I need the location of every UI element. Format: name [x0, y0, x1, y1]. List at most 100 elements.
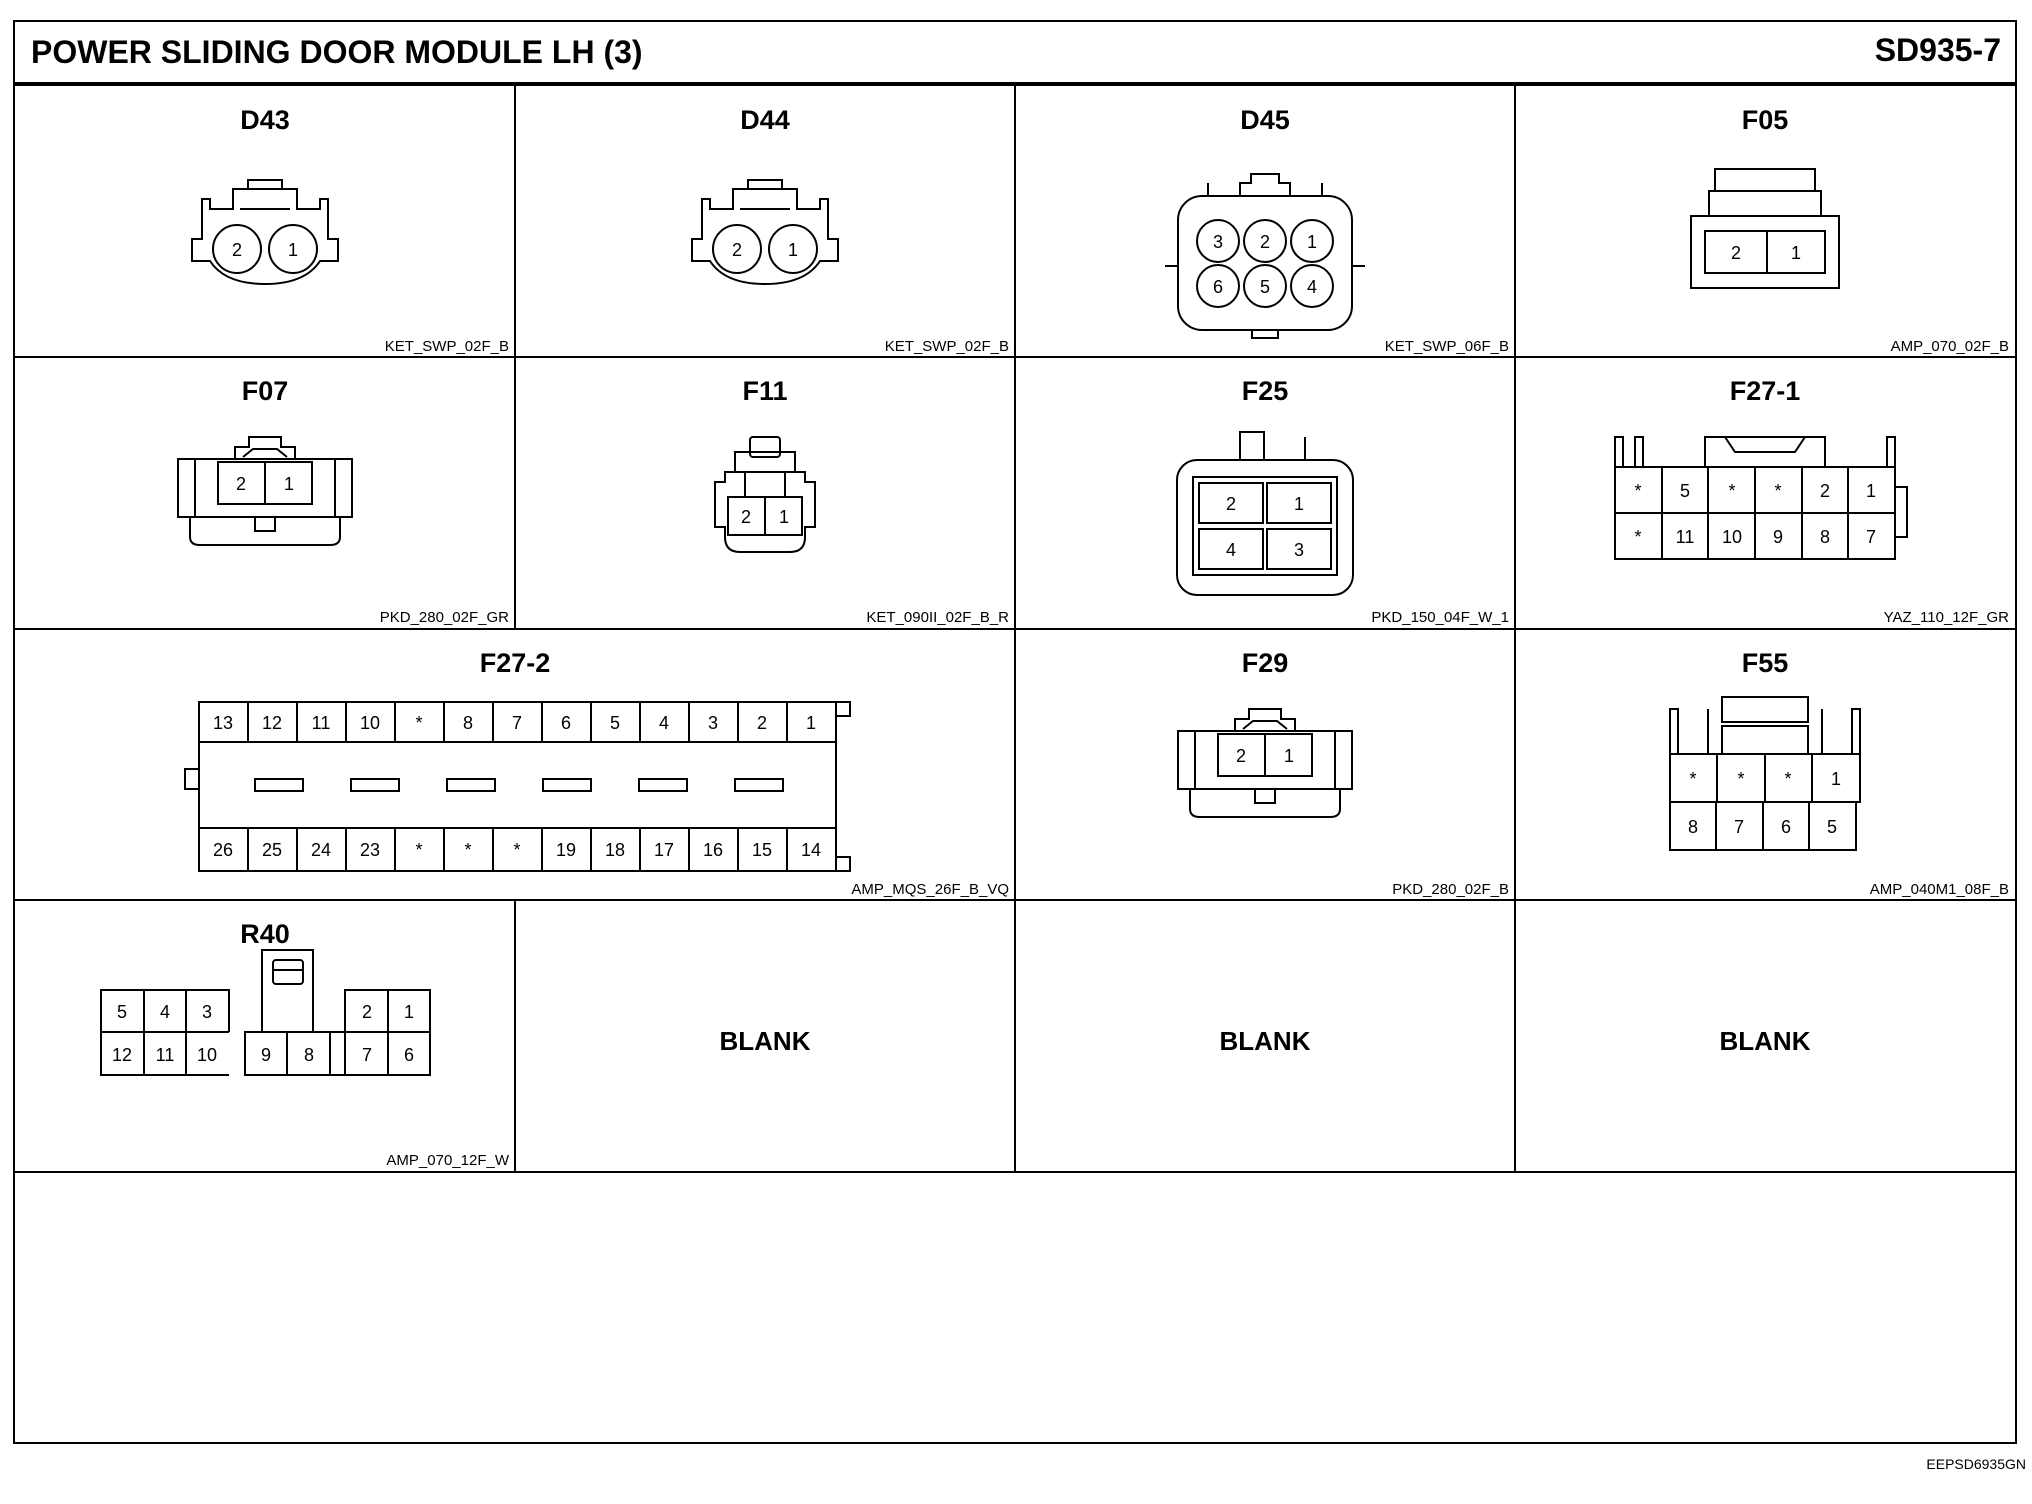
- part-number: PKD_280_02F_B: [1392, 881, 1509, 898]
- connector-f29: F29 2 1 PKD_280_02F_B: [1177, 648, 1509, 898]
- pin-label: 4: [659, 713, 669, 733]
- pin-label: 9: [1773, 527, 1783, 547]
- pin-label: 25: [262, 840, 282, 860]
- pin-label: 3: [202, 1002, 212, 1022]
- pin-label: 4: [1226, 540, 1236, 560]
- connector-name: R40: [240, 919, 290, 949]
- pin-label: 3: [708, 713, 718, 733]
- part-number: KET_SWP_02F_B: [885, 338, 1009, 355]
- connector-grid: D43 2 1 KET_SWP_02F_B D44 2 1: [15, 86, 2015, 1173]
- pin-label: 3: [1213, 232, 1223, 252]
- pin-label: 5: [1680, 481, 1690, 501]
- connector-name: F05: [1742, 105, 1789, 135]
- pin-label: 10: [197, 1045, 217, 1065]
- pin-label: 17: [654, 840, 674, 860]
- pin-label: 2: [741, 507, 751, 527]
- connector-d43: D43 2 1 KET_SWP_02F_B: [191, 105, 509, 355]
- pin-label: 4: [160, 1002, 170, 1022]
- pin-label: 5: [610, 713, 620, 733]
- pin-label: 2: [1226, 494, 1236, 514]
- part-number: AMP_040M1_08F_B: [1870, 881, 2009, 898]
- connector-f55: F55 * * * 1 8: [1669, 648, 2009, 898]
- pin-label: 11: [312, 713, 331, 733]
- blank-cell-label: BLANK: [720, 1026, 811, 1056]
- connector-name: D44: [740, 105, 790, 135]
- part-number: PKD_280_02F_GR: [380, 609, 509, 626]
- pin-label: 6: [1781, 817, 1791, 837]
- connector-f27-1: F27-1 * 5 * * 2: [1614, 376, 2009, 626]
- connector-name: D45: [1240, 105, 1290, 135]
- pin-label: *: [415, 840, 422, 860]
- pin-label: 1: [806, 713, 816, 733]
- pin-label: 2: [1820, 481, 1830, 501]
- pin-label: 26: [213, 840, 233, 860]
- pin-label: *: [1689, 769, 1696, 789]
- pin-label: 7: [362, 1045, 372, 1065]
- connector-name: F07: [242, 376, 289, 406]
- pin-label: 2: [362, 1002, 372, 1022]
- pin-label: 9: [261, 1045, 271, 1065]
- pin-label: 1: [1831, 769, 1841, 789]
- blank-cell-label: BLANK: [1720, 1026, 1811, 1056]
- pin-label: 6: [561, 713, 571, 733]
- pin-label: 1: [1294, 494, 1304, 514]
- pin-label: *: [513, 840, 520, 860]
- connector-d44: D44 2 1 KET_SWP_02F_B: [691, 105, 1009, 355]
- part-number: KET_090II_02F_B_R: [866, 609, 1009, 626]
- pin-label: 12: [262, 713, 282, 733]
- title-bar: POWER SLIDING DOOR MODULE LH (3) SD935-7: [15, 22, 2015, 86]
- connector-f11: F11 2 1 KET_090II_02F_B_R: [714, 376, 1009, 626]
- connector-f25: F25 2 1 4 3 PKD_150_04F_W_1: [1176, 376, 1509, 626]
- connector-d45: D45 3 2 1 6 5 4 KET_SWP_06F: [1165, 105, 1509, 355]
- pin-label: 11: [1676, 527, 1695, 547]
- pin-label: 1: [788, 240, 798, 260]
- part-number: AMP_MQS_26F_B_VQ: [851, 881, 1009, 898]
- pin-label: 7: [512, 713, 522, 733]
- pin-label: 1: [779, 507, 789, 527]
- pin-label: 11: [156, 1045, 175, 1065]
- pin-label: 1: [404, 1002, 414, 1022]
- pin-label: 24: [311, 840, 331, 860]
- pin-label: 4: [1307, 277, 1317, 297]
- pin-label: 5: [1827, 817, 1837, 837]
- pin-label: *: [1634, 481, 1641, 501]
- pin-label: 15: [752, 840, 772, 860]
- pin-label: *: [1634, 527, 1641, 547]
- connector-f27-2: F27-2: [184, 648, 1009, 898]
- pin-label: *: [415, 713, 422, 733]
- pin-label: 2: [236, 474, 246, 494]
- diagram-frame: POWER SLIDING DOOR MODULE LH (3) SD935-7…: [13, 20, 2017, 1444]
- connector-f07: F07 2 1 PKD_280_02F_GR: [177, 376, 509, 626]
- pin-label: 2: [232, 240, 242, 260]
- page-title: POWER SLIDING DOOR MODULE LH (3): [31, 34, 643, 70]
- pin-label: 10: [360, 713, 380, 733]
- page-code: SD935-7: [1874, 32, 2001, 68]
- pin-label: 7: [1866, 527, 1876, 547]
- part-number: KET_SWP_06F_B: [1385, 338, 1509, 355]
- pin-label: 5: [117, 1002, 127, 1022]
- connector-name: F29: [1242, 648, 1289, 678]
- blank-cell-label: BLANK: [1220, 1026, 1311, 1056]
- pin-label: 6: [404, 1045, 414, 1065]
- pin-label: *: [1784, 769, 1791, 789]
- pin-label: 1: [1307, 232, 1317, 252]
- pin-label: 2: [1731, 243, 1741, 263]
- pin-label: *: [1737, 769, 1744, 789]
- connector-name: F27-2: [480, 648, 551, 678]
- pin-label: 2: [757, 713, 767, 733]
- pin-label: 1: [284, 474, 294, 494]
- pin-label: 23: [360, 840, 380, 860]
- part-number: PKD_150_04F_W_1: [1371, 609, 1509, 626]
- part-number: AMP_070_02F_B: [1891, 338, 2009, 355]
- connector-name: F25: [1242, 376, 1289, 406]
- pin-label: 19: [556, 840, 576, 860]
- pin-label: *: [464, 840, 471, 860]
- footer-code: EEPSD6935GN: [1926, 1456, 2026, 1472]
- connector-name: F55: [1742, 648, 1789, 678]
- connector-f05: F05 2 1 AMP_070_02F_B: [1690, 105, 2009, 355]
- connector-name: F27-1: [1730, 376, 1801, 406]
- pin-label: 1: [288, 240, 298, 260]
- connector-r40: R40 5 4 3 2 1: [100, 919, 510, 1169]
- pin-label: 10: [1722, 527, 1742, 547]
- pin-label: 2: [1260, 232, 1270, 252]
